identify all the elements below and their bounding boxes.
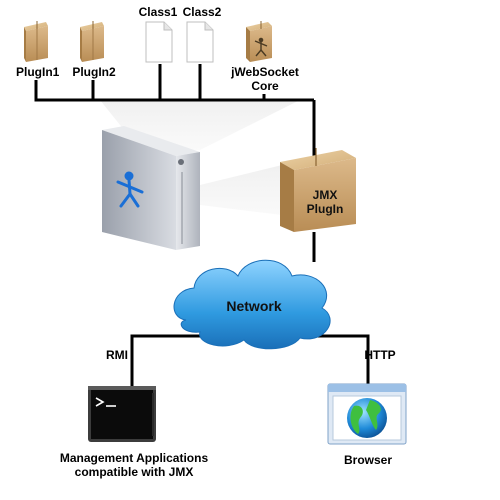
jmx-plugin-box-icon <box>280 148 356 232</box>
box-icon-plugin2 <box>80 21 104 62</box>
document-icon-class1 <box>145 21 173 63</box>
plugin2-label: PlugIn2 <box>72 65 116 79</box>
box-icon-core <box>246 21 272 62</box>
light-beam-right <box>200 165 282 215</box>
http-label: HTTP <box>364 348 396 362</box>
jmx-plugin-label: JMX PlugIn <box>306 188 344 216</box>
top-bus-line <box>34 80 314 102</box>
terminal-icon <box>88 386 156 442</box>
browser-icon <box>327 383 407 445</box>
jwebsocket-logo-small-icon <box>254 37 268 57</box>
document-icon-class2 <box>186 21 214 63</box>
jwebsocket-core-label: jWebSocket Core <box>231 65 299 93</box>
connector-lines <box>34 64 370 386</box>
power-button-icon <box>178 159 184 165</box>
http-line <box>296 334 370 386</box>
class1-label: Class1 <box>138 5 178 19</box>
network-cloud-icon <box>173 259 331 350</box>
network-label: Network <box>226 298 282 314</box>
plugin1-label: PlugIn1 <box>16 65 60 79</box>
rmi-line <box>130 334 200 386</box>
browser-label: Browser <box>343 453 393 467</box>
class2-label: Class2 <box>182 5 222 19</box>
box-icon-plugin1 <box>24 21 48 62</box>
jwebsocket-logo-icon <box>116 171 144 208</box>
rmi-label: RMI <box>106 348 128 362</box>
server-icon <box>102 126 200 250</box>
management-applications-label: Management Applications compatible with … <box>59 451 209 479</box>
